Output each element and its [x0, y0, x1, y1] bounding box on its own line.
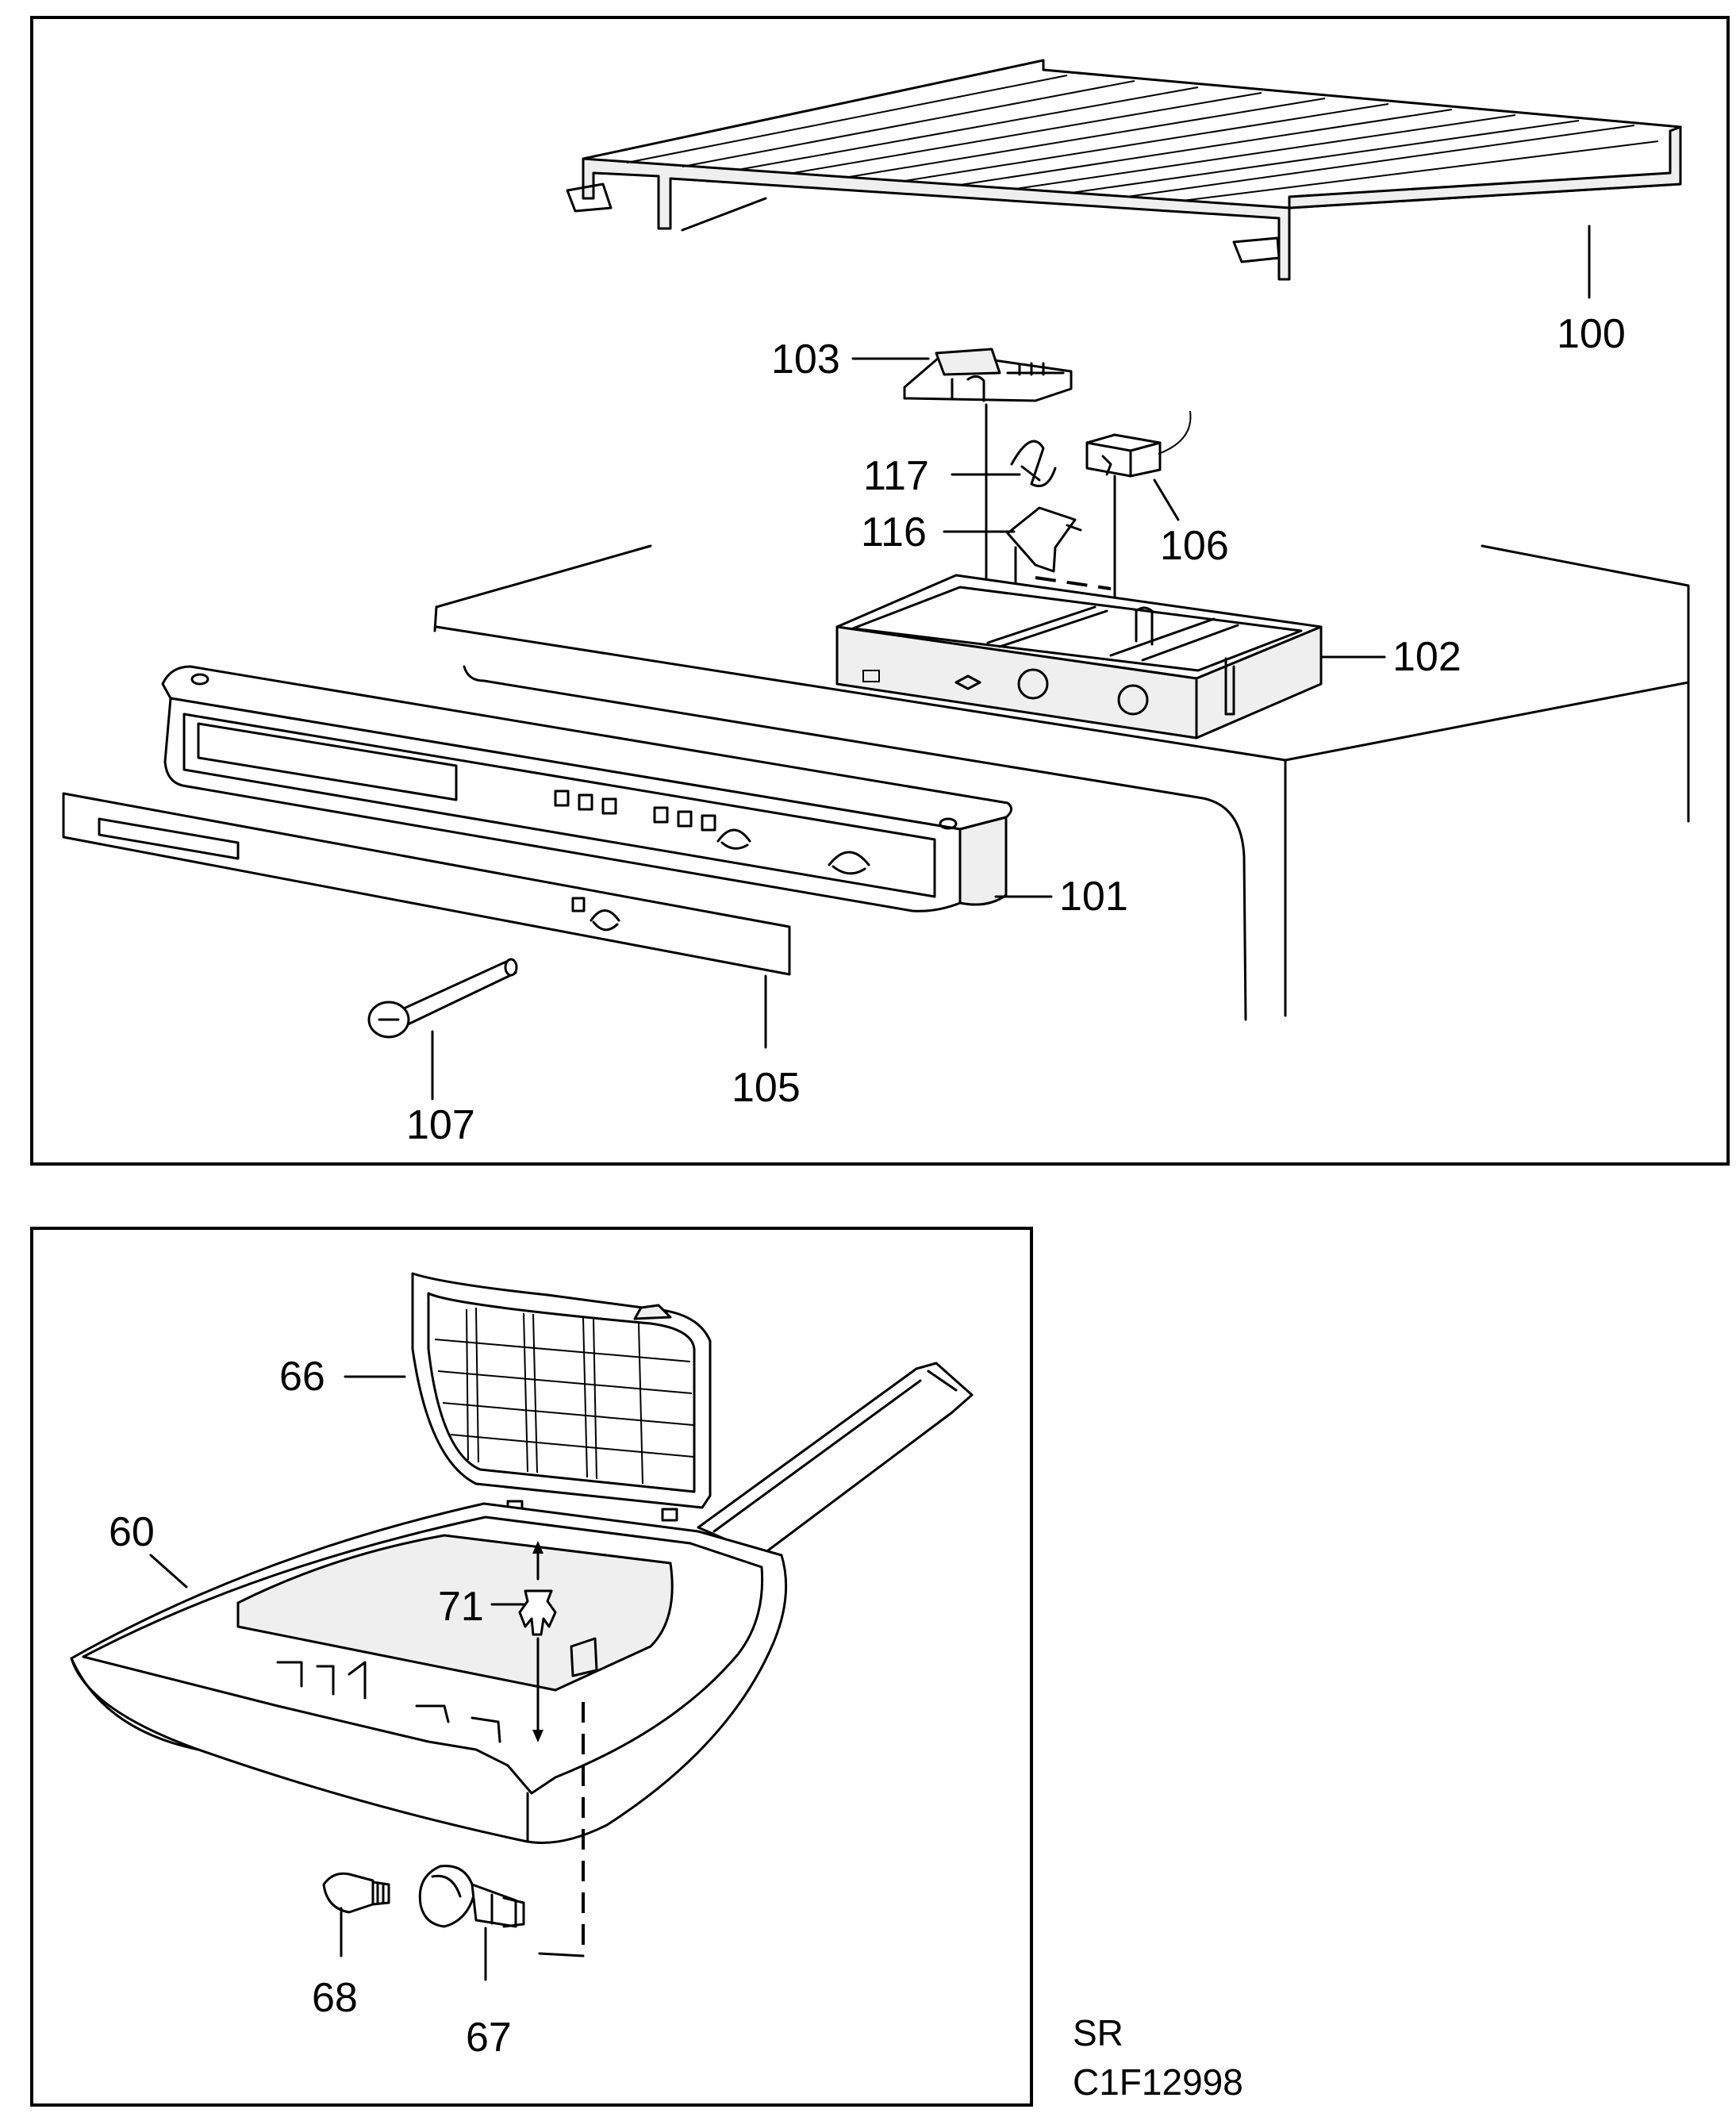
box-side — [1195, 625, 1323, 740]
label-100: 100 — [1557, 311, 1626, 357]
top-panel-frame — [30, 16, 1730, 1166]
label-66: 66 — [279, 1354, 325, 1400]
lamp-socket-68 — [322, 1872, 390, 1914]
sensor-106 — [1085, 410, 1192, 478]
label-117: 117 — [863, 453, 929, 499]
leaders-bottom — [149, 1375, 525, 1981]
tray-side — [1288, 125, 1682, 209]
label-101: 101 — [1059, 874, 1128, 920]
bracket-103 — [903, 348, 1073, 402]
tray-front — [582, 157, 1291, 281]
label-60: 60 — [109, 1509, 155, 1555]
clip-71 — [518, 1541, 557, 1742]
label-105: 105 — [732, 1065, 801, 1111]
footer-code-sr: SR — [1073, 2012, 1123, 2053]
control-box-102 — [835, 574, 1323, 740]
housing-60 — [70, 1362, 974, 1844]
panel-side — [958, 816, 1008, 906]
label-107: 107 — [406, 1102, 475, 1148]
strip-105 — [62, 792, 791, 976]
top-panel: 100 103 117 116 106 102 101 105 107 — [30, 16, 1730, 1166]
housing-inner — [82, 1516, 764, 1795]
cabinet-outline — [433, 544, 1690, 1021]
knob-shaft-107 — [367, 958, 518, 1039]
spring-clip-117 — [1010, 440, 1057, 487]
leaders-top — [431, 225, 1591, 1101]
grille-66 — [411, 1272, 712, 1522]
label-102: 102 — [1392, 634, 1461, 680]
lever-116 — [1006, 506, 1082, 573]
label-106: 106 — [1160, 523, 1229, 569]
grille-mesh — [434, 1307, 694, 1485]
footer-code-drawing: C1F12998 — [1073, 2061, 1243, 2103]
lamp-holder-67 — [418, 1865, 525, 1928]
panel-buttons — [554, 789, 716, 832]
housing-arm — [697, 1362, 974, 1557]
tray-slats — [626, 75, 1659, 202]
label-103: 103 — [771, 336, 840, 382]
bottom-panel-frame — [30, 1227, 1033, 2107]
label-67: 67 — [466, 2015, 512, 2061]
control-panel-101 — [161, 665, 1012, 912]
label-116: 116 — [861, 509, 927, 555]
label-68: 68 — [312, 1975, 358, 2021]
bottom-panel: 66 60 71 68 67 — [30, 1227, 1033, 2107]
label-71: 71 — [438, 1584, 484, 1630]
tray-100 — [566, 59, 1682, 281]
